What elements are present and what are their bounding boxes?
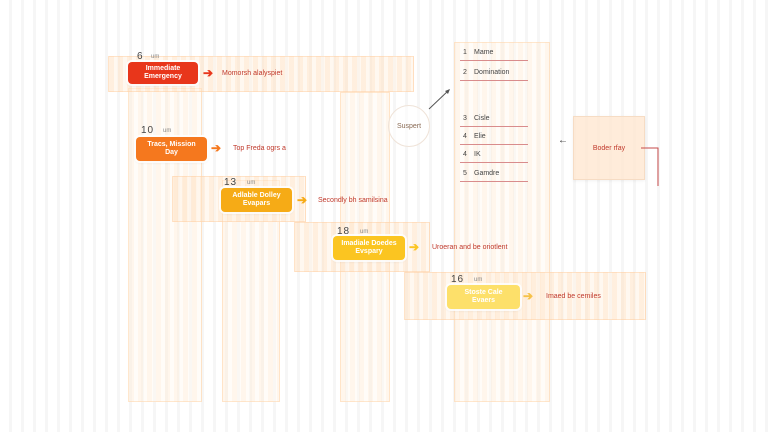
step-1-node[interactable]: Immediate Emergency (128, 62, 198, 84)
side-item-6-underline (460, 181, 528, 182)
step-4-node[interactable]: Imadiale Doedes Evspary (333, 236, 405, 260)
step-4-arrow: ➔ (409, 240, 420, 254)
side-item-4-num: 4 (463, 133, 467, 140)
support-circle[interactable]: Suspert (388, 105, 430, 147)
step-2-number: 10 (141, 125, 155, 136)
side-item-1-label: Mame (474, 49, 494, 56)
step-1-number: 6 (137, 51, 144, 62)
side-item-2-num: 2 (463, 69, 467, 76)
border-box-arrow: ← (558, 135, 568, 146)
support-label: Suspert (396, 122, 422, 130)
side-item-6-label: Gamdre (474, 170, 500, 177)
side-item-1-num: 1 (463, 49, 467, 56)
support-pointer-icon (428, 89, 450, 110)
step-3-node[interactable]: Adlable Dolley Evapars (221, 188, 292, 212)
step-2-node[interactable]: Tracs, Mission Day (136, 137, 207, 161)
step-3-arrow: ➔ (297, 193, 308, 207)
step-3-number: 13 (224, 177, 238, 188)
step-5-number: 16 (451, 274, 465, 285)
step-3-label: Adlable Dolley Evapars (232, 192, 281, 207)
border-connector-line (641, 147, 659, 186)
border-box-label: Boder rfay (592, 144, 626, 152)
step-2-label: Tracs, Mission Day (147, 141, 196, 156)
step-4-label: Imadiale Doedes Evspary (341, 240, 397, 255)
side-item-5-underline (460, 162, 528, 163)
side-item-3-underline (460, 126, 528, 127)
step-1-description: Momorsh alalyspiet (222, 70, 283, 77)
step-2-description: Top Freda ogrs a (233, 145, 286, 152)
step-2-unit: um (163, 128, 172, 134)
step-5-arrow: ➔ (523, 289, 534, 303)
side-item-4-underline (460, 144, 528, 145)
side-item-3-num: 3 (463, 115, 467, 122)
step-4-description: Uroeran and be oriotlent (432, 244, 508, 251)
lane-side-list (454, 42, 550, 402)
side-item-2-label: Domination (474, 69, 510, 76)
step-4-number: 18 (337, 226, 351, 237)
band-step-5 (404, 272, 646, 320)
step-5-node[interactable]: Stoste Cale Evaers (447, 285, 520, 309)
step-5-description: Imaed be cemiles (546, 293, 601, 300)
step-1-unit: um (151, 54, 160, 60)
side-item-5-num: 4 (463, 151, 467, 158)
side-item-2-underline (460, 80, 528, 81)
step-3-description: Secondly bh samilsina (318, 197, 388, 204)
side-item-6-num: 5 (463, 170, 467, 177)
step-5-unit: um (474, 277, 483, 283)
step-2-arrow: ➔ (211, 141, 222, 155)
step-4-unit: um (360, 229, 369, 235)
step-3-unit: um (247, 180, 256, 186)
side-item-1-underline (460, 60, 528, 61)
border-box[interactable]: Boder rfay (573, 116, 645, 180)
lane-1 (128, 88, 202, 402)
side-item-5-label: IK (474, 151, 481, 158)
side-item-3-label: Cisle (474, 115, 490, 122)
step-5-label: Stoste Cale Evaers (464, 289, 503, 304)
step-1-label: Immediate Emergency (144, 65, 182, 80)
step-1-arrow: ➔ (203, 66, 214, 80)
side-item-4-label: Elie (474, 133, 486, 140)
